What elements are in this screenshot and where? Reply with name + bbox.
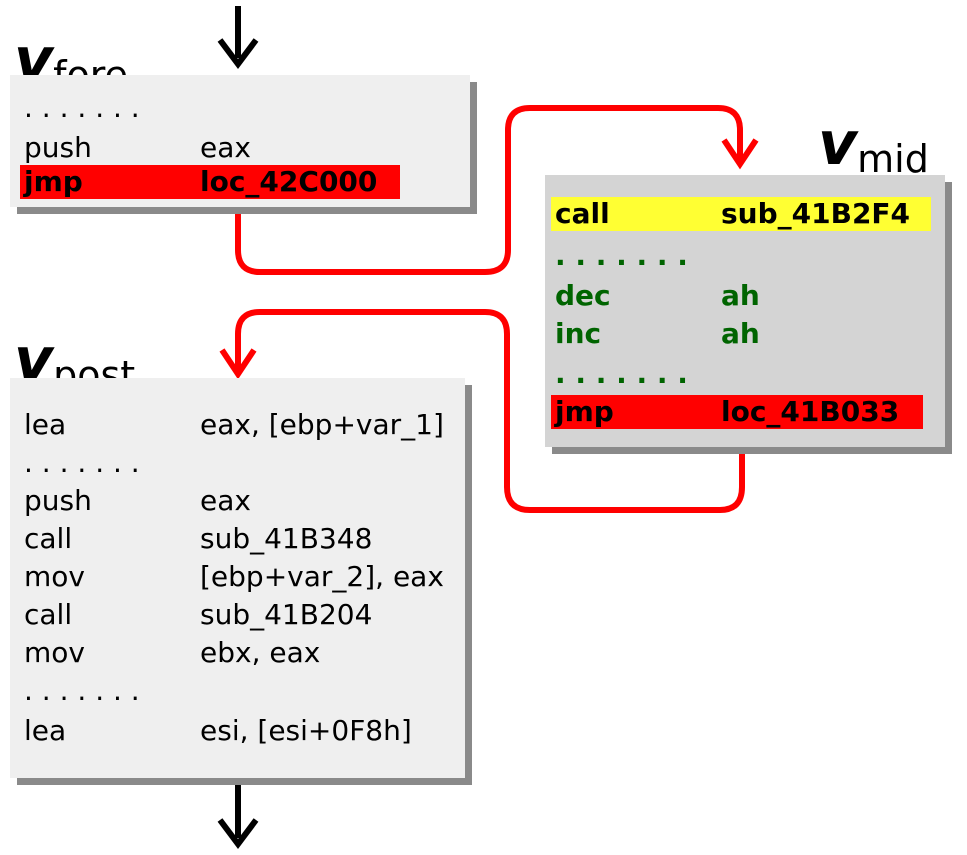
- operand: [ebp+var_2], eax: [200, 560, 444, 593]
- post-lea-line-1: lea eax, [ebp+var_1]: [24, 408, 454, 442]
- operand: ah: [721, 279, 760, 312]
- mid-title: vmid: [818, 114, 929, 178]
- post-mov-line-1: mov [ebp+var_2], eax: [24, 560, 454, 594]
- opcode: mov: [24, 560, 85, 593]
- opcode: mov: [24, 636, 85, 669]
- mid-call-line: call sub_41B2F4: [551, 197, 931, 231]
- fore-push-line: push eax: [24, 131, 424, 165]
- opcode: jmp: [555, 395, 614, 428]
- mid-dots-2: . . . . . . .: [555, 357, 688, 390]
- opcode: lea: [24, 408, 67, 441]
- mid-jmp-line: jmp loc_41B033: [551, 395, 923, 429]
- post-push-line: push eax: [24, 484, 454, 518]
- operand: sub_41B348: [200, 522, 373, 555]
- mid-title-v: v: [818, 109, 858, 179]
- mid-inc-line: inc ah: [555, 317, 855, 351]
- opcode: dec: [555, 279, 611, 312]
- opcode: jmp: [24, 165, 83, 198]
- operand: loc_41B033: [721, 395, 900, 428]
- operand: eax: [200, 131, 251, 164]
- mid-dec-line: dec ah: [555, 279, 855, 313]
- opcode: push: [24, 131, 92, 164]
- fore-dots: . . . . . . .: [24, 91, 140, 124]
- operand: sub_41B204: [200, 598, 373, 631]
- opcode: call: [24, 598, 73, 631]
- operand: ebx, eax: [200, 636, 321, 669]
- fore-to-mid-arrow: [235, 105, 759, 275]
- post-lea-line-2: lea esi, [esi+0F8h]: [24, 714, 454, 748]
- opcode: call: [555, 197, 610, 230]
- fore-block: . . . . . . . push eax jmp loc_42C000: [10, 75, 470, 207]
- opcode: lea: [24, 714, 67, 747]
- operand: loc_42C000: [200, 165, 378, 198]
- operand: ah: [721, 317, 760, 350]
- fore-jmp-line: jmp loc_42C000: [20, 165, 400, 199]
- post-dots-1: . . . . . . .: [24, 446, 140, 479]
- post-dots-2: . . . . . . .: [24, 674, 140, 707]
- opcode: push: [24, 484, 92, 517]
- post-mov-line-2: mov ebx, eax: [24, 636, 454, 670]
- post-block: lea eax, [ebp+var_1] . . . . . . . push …: [10, 378, 465, 778]
- mid-dots-1: . . . . . . .: [555, 239, 688, 272]
- operand: esi, [esi+0F8h]: [200, 714, 412, 747]
- mid-to-post-arrow: [219, 309, 745, 513]
- mid-title-sub: mid: [857, 137, 929, 181]
- operand: eax, [ebp+var_1]: [200, 408, 444, 441]
- exit-arrow: [217, 782, 259, 849]
- mid-block: call sub_41B2F4 . . . . . . . dec ah inc…: [545, 175, 945, 447]
- operand: eax: [200, 484, 251, 517]
- opcode: call: [24, 522, 73, 555]
- opcode: inc: [555, 317, 602, 350]
- post-call-line-1: call sub_41B348: [24, 522, 454, 556]
- entry-arrow: [217, 6, 259, 69]
- post-call-line-2: call sub_41B204: [24, 598, 454, 632]
- operand: sub_41B2F4: [721, 197, 911, 230]
